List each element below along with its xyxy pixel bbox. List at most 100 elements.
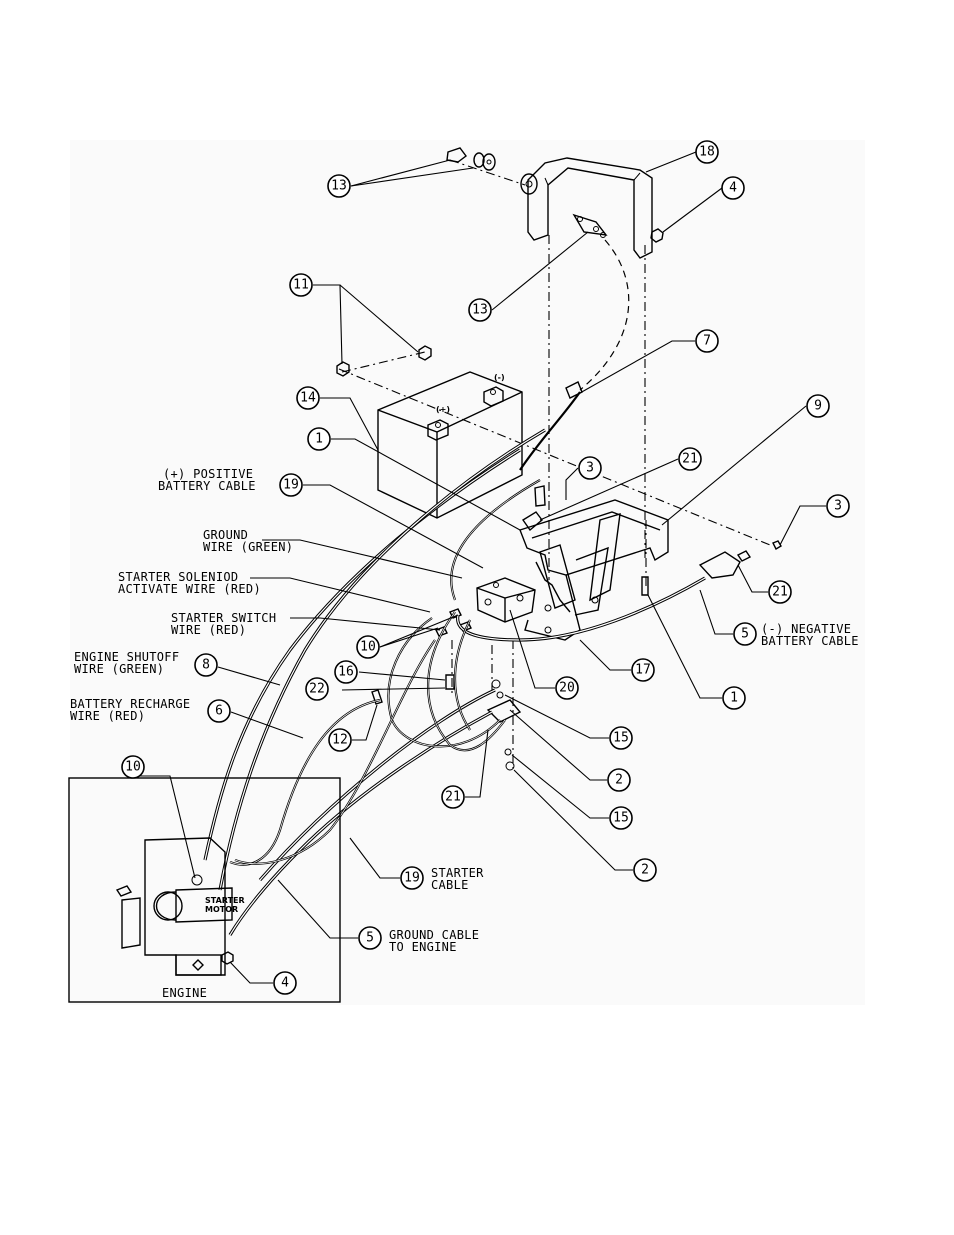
solenoid-wire-label-1: STARTER SOLENIOD <box>118 570 238 584</box>
positive-cable-label-2: BATTERY CABLE <box>158 479 256 493</box>
svg-text:10: 10 <box>360 640 376 655</box>
negative-cable-label-1: (-) NEGATIVE <box>761 622 851 636</box>
svg-text:9: 9 <box>814 399 822 414</box>
battery: (+) (-) <box>377 371 523 519</box>
callout-19-top: 19 <box>279 473 303 497</box>
svg-text:5: 5 <box>366 931 374 946</box>
svg-text:19: 19 <box>283 478 299 493</box>
callout-10-engine: 10 <box>121 755 145 779</box>
svg-text:4: 4 <box>281 976 289 991</box>
svg-text:17: 17 <box>635 663 651 678</box>
negative-cable-label-2: BATTERY CABLE <box>761 634 859 648</box>
callout-15-lower: 15 <box>609 806 633 830</box>
starter-switch-label-2: WIRE (RED) <box>171 623 246 637</box>
battery-recharge-label-2: WIRE (RED) <box>70 709 145 723</box>
svg-text:2: 2 <box>615 773 623 788</box>
callout-21-right: 21 <box>768 580 792 604</box>
callout-4-top: 4 <box>721 176 745 200</box>
callout-3-right: 3 <box>826 494 850 518</box>
ground-cable-engine-label-2: TO ENGINE <box>389 940 457 954</box>
svg-text:21: 21 <box>682 452 698 467</box>
solenoid-wire-label-2: ACTIVATE WIRE (RED) <box>118 582 261 596</box>
svg-text:14: 14 <box>300 391 316 406</box>
svg-text:21: 21 <box>445 790 461 805</box>
starter-motor-label-1: STARTER <box>205 896 245 905</box>
engine-label: ENGINE <box>162 986 207 1000</box>
engine-assembly: STARTER MOTOR ENGINE <box>68 777 341 1003</box>
callout-22: 22 <box>305 677 329 701</box>
wing-nut-and-washers <box>446 147 496 171</box>
svg-text:7: 7 <box>703 334 711 349</box>
svg-text:11: 11 <box>293 278 309 293</box>
svg-text:16: 16 <box>338 665 354 680</box>
svg-text:13: 13 <box>472 303 488 318</box>
ground-wire-label-2: WIRE (GREEN) <box>203 540 293 554</box>
engine-shutoff-label-1: ENGINE SHUTOFF <box>74 650 179 664</box>
battery-negative-label: (-) <box>494 373 505 382</box>
callout-6: 6 <box>207 699 231 723</box>
starter-cable-label-2: CABLE <box>431 878 469 892</box>
callout-19-starter: 19 <box>400 866 424 890</box>
callout-1-left: 1 <box>307 427 331 451</box>
svg-text:12: 12 <box>332 733 348 748</box>
svg-text:1: 1 <box>315 432 323 447</box>
positive-cable-label-1: (+) POSITIVE <box>163 467 253 481</box>
callout-5-right: 5 <box>733 622 757 646</box>
text-labels: (+) POSITIVE BATTERY CABLE GROUND WIRE (… <box>70 467 859 954</box>
svg-text:4: 4 <box>729 181 737 196</box>
ground-cable-engine-label-1: GROUND CABLE <box>389 928 479 942</box>
svg-text:6: 6 <box>215 704 223 719</box>
svg-text:20: 20 <box>559 681 575 696</box>
callout-1-right: 1 <box>722 686 746 710</box>
callout-7: 7 <box>695 329 719 353</box>
drawing-area <box>70 140 865 1005</box>
svg-text:15: 15 <box>613 811 629 826</box>
callout-15-upper: 15 <box>609 726 633 750</box>
cables <box>203 428 706 936</box>
svg-text:8: 8 <box>202 658 210 673</box>
svg-text:13: 13 <box>331 179 347 194</box>
ground-wire-label-1: GROUND <box>203 528 248 542</box>
svg-text:3: 3 <box>586 461 594 476</box>
callout-11: 11 <box>289 273 313 297</box>
svg-text:10: 10 <box>125 760 141 775</box>
callout-5-engine: 5 <box>358 926 382 950</box>
callout-21-lower: 21 <box>441 785 465 809</box>
svg-text:18: 18 <box>699 145 715 160</box>
svg-text:15: 15 <box>613 731 629 746</box>
svg-text:19: 19 <box>404 871 420 886</box>
callout-18: 18 <box>695 140 719 164</box>
callout-3-mid: 3 <box>578 456 602 480</box>
callout-10-mid: 10 <box>356 635 380 659</box>
callout-4-engine: 4 <box>273 971 297 995</box>
callout-20: 20 <box>555 676 579 700</box>
battery-positive-label: (+) <box>436 405 450 414</box>
callout-14: 14 <box>296 386 320 410</box>
starter-cable-label-1: STARTER <box>431 866 484 880</box>
callout-2-upper: 2 <box>607 768 631 792</box>
callout-13-top: 13 <box>327 174 351 198</box>
callouts: 13 18 4 13 11 7 14 9 1 21 3 19 3 21 5 10… <box>121 140 850 995</box>
battery-recharge-label-1: BATTERY RECHARGE <box>70 697 190 711</box>
callout-13-mid: 13 <box>468 298 492 322</box>
leader-lines <box>133 151 826 984</box>
svg-text:2: 2 <box>641 863 649 878</box>
starter-solenoid <box>476 577 536 623</box>
starter-motor-label-2: MOTOR <box>205 905 238 914</box>
callout-12: 12 <box>328 728 352 752</box>
battery-hold-down-bracket <box>520 157 653 259</box>
callout-16: 16 <box>334 660 358 684</box>
svg-text:5: 5 <box>741 627 749 642</box>
svg-text:1: 1 <box>730 691 738 706</box>
svg-text:21: 21 <box>772 585 788 600</box>
callout-2-lower: 2 <box>633 858 657 882</box>
starter-switch-label-1: STARTER SWITCH <box>171 611 276 625</box>
callout-17: 17 <box>631 658 655 682</box>
callout-9: 9 <box>806 394 830 418</box>
callout-8: 8 <box>194 653 218 677</box>
battery-tray <box>519 499 669 641</box>
center-lines <box>338 159 771 770</box>
svg-text:22: 22 <box>309 682 325 697</box>
engine-shutoff-label-2: WIRE (GREEN) <box>74 662 164 676</box>
